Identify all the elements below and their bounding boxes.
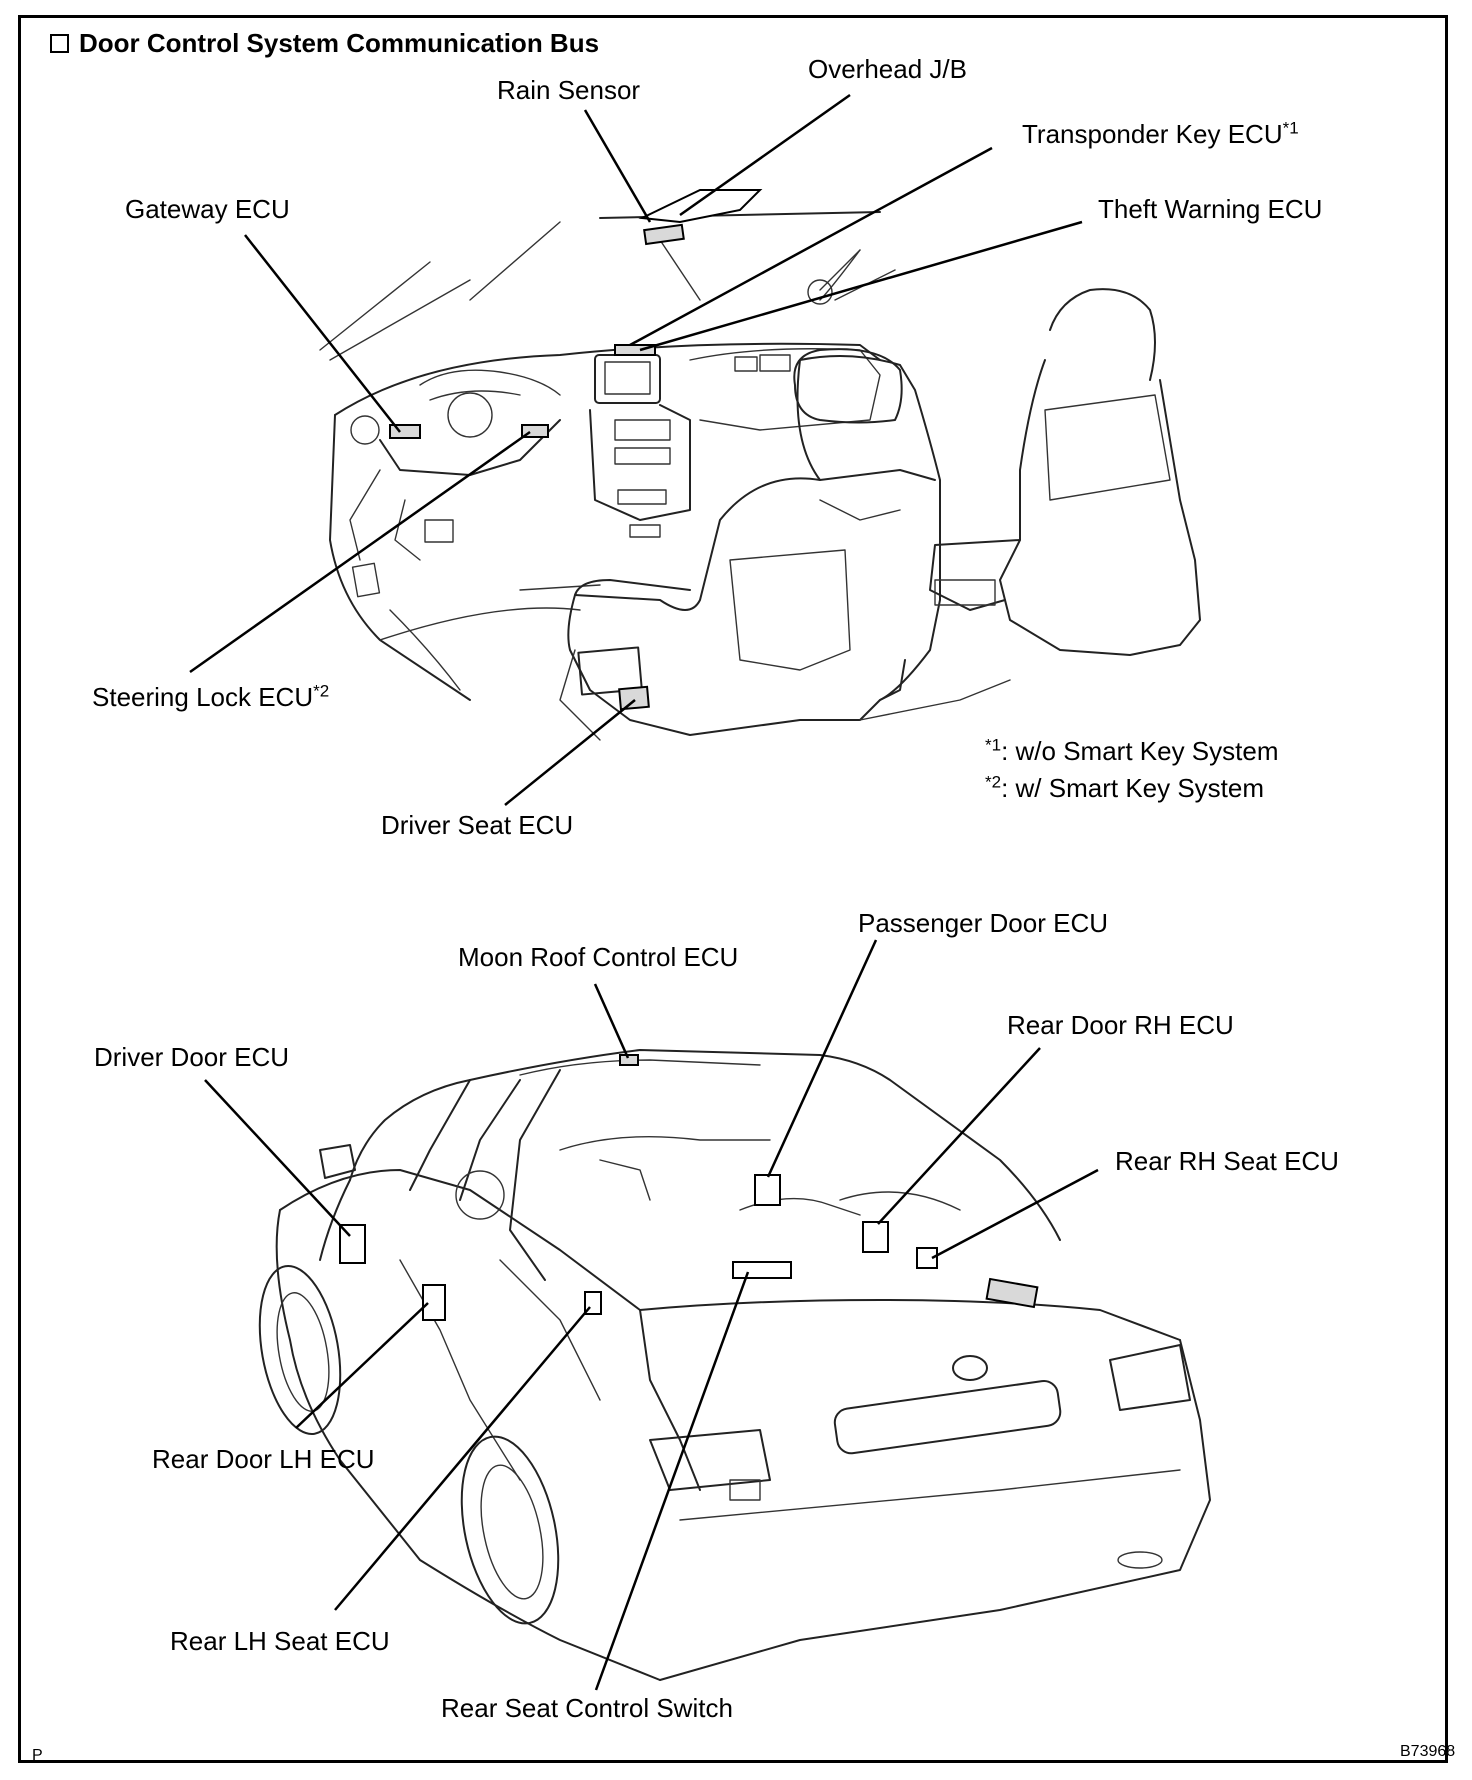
note-2-mark: *2 bbox=[985, 772, 1002, 792]
label-gateway-ecu: Gateway ECU bbox=[125, 194, 290, 224]
label-passenger-door-ecu: Passenger Door ECU bbox=[858, 908, 1108, 938]
note-1: *1: w/o Smart Key System bbox=[985, 735, 1279, 766]
title-text: Door Control System Communication Bus bbox=[79, 28, 600, 58]
label-driver-seat-ecu: Driver Seat ECU bbox=[381, 810, 574, 840]
label-transponder-key-ecu-mark: *1 bbox=[1282, 118, 1299, 138]
diagram-frame bbox=[18, 15, 1448, 1763]
label-steering-lock-ecu: Steering Lock ECU*2 bbox=[92, 681, 330, 712]
label-moon-roof-control-ecu: Moon Roof Control ECU bbox=[458, 942, 739, 972]
label-transponder-key-ecu: Transponder Key ECU*1 bbox=[1022, 118, 1299, 149]
corner-code-right: B73968 bbox=[1400, 1743, 1456, 1760]
label-rear-door-lh-ecu: Rear Door LH ECU bbox=[152, 1444, 375, 1474]
label-rain-sensor: Rain Sensor bbox=[497, 75, 641, 105]
label-rear-seat-control-switch: Rear Seat Control Switch bbox=[441, 1693, 733, 1723]
label-driver-door-ecu: Driver Door ECU bbox=[94, 1042, 290, 1072]
label-theft-warning-ecu: Theft Warning ECU bbox=[1098, 194, 1323, 224]
note-1-text: : w/o Smart Key System bbox=[1001, 736, 1279, 766]
label-steering-lock-ecu-text: Steering Lock ECU bbox=[92, 682, 314, 712]
label-transponder-key-ecu-text: Transponder Key ECU bbox=[1022, 119, 1283, 149]
leader-lines bbox=[189, 93, 1099, 1691]
checkbox-icon bbox=[50, 34, 69, 53]
corner-code-left: P bbox=[32, 1747, 43, 1764]
label-rear-lh-seat-ecu: Rear LH Seat ECU bbox=[170, 1626, 390, 1656]
note-1-mark: *1 bbox=[985, 735, 1002, 755]
diagram-title: Door Control System Communication Bus bbox=[50, 28, 599, 59]
label-rear-rh-seat-ecu: Rear RH Seat ECU bbox=[1115, 1146, 1339, 1176]
cabin-illustration bbox=[319, 189, 1201, 741]
note-2-text: : w/ Smart Key System bbox=[1001, 773, 1265, 803]
label-rear-door-rh-ecu: Rear Door RH ECU bbox=[1007, 1010, 1234, 1040]
car-illustration bbox=[258, 1049, 1211, 1681]
label-steering-lock-ecu-mark: *2 bbox=[313, 681, 330, 701]
note-2: *2: w/ Smart Key System bbox=[985, 772, 1265, 803]
label-overhead-jb: Overhead J/B bbox=[808, 54, 967, 84]
